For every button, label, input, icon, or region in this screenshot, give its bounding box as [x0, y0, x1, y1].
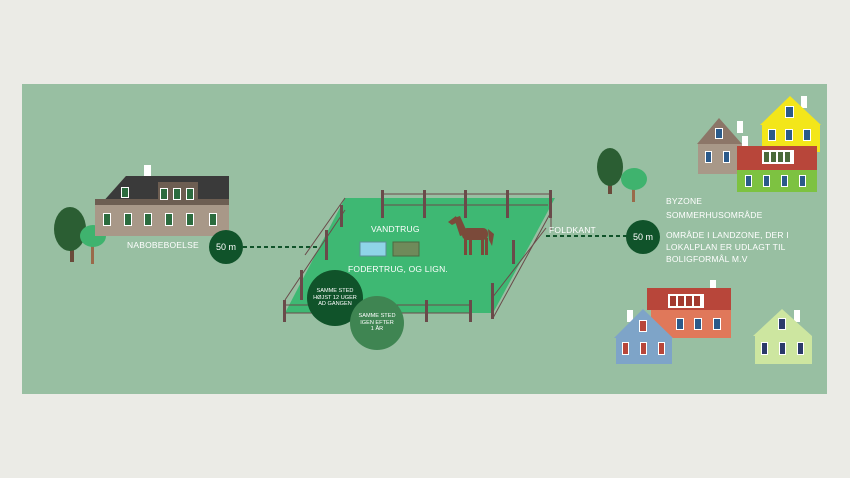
zone-label-line: OMRÅDE I LANDZONE, DER I: [666, 230, 789, 240]
horse-icon: [448, 216, 494, 255]
feed-trough-label: FODERTRUG, OG LIGN.: [348, 264, 448, 274]
water-trough: [359, 241, 387, 257]
feed-trough: [392, 241, 420, 257]
neighbor-label: NABOBEBOELSE: [127, 240, 199, 250]
house-icon: [697, 118, 743, 174]
rule-max-weeks-badge: SAMME STED HØJST 12 UGER AD GANGEN: [307, 270, 363, 326]
zone-label-line: BOLIGFORMÅL M.V: [666, 254, 748, 264]
rule-again-after-badge: SAMME STED IGEN EFTER 1 ÅR: [350, 296, 404, 350]
house-icon: [614, 309, 673, 364]
zone-label-line: BYZONE: [666, 196, 703, 206]
fence-edge-label: FOLDKANT: [549, 225, 596, 235]
distance-badge-left: 50 m: [209, 230, 243, 264]
tree-icon: [621, 168, 647, 202]
water-trough-label: VANDTRUG: [371, 224, 420, 234]
distance-badge-right: 50 m: [626, 220, 660, 254]
zone-label-line: SOMMERHUSOMRÅDE: [666, 210, 763, 220]
tree-icon: [54, 207, 86, 262]
house-icon: [753, 309, 812, 364]
zone-label-line: LOKALPLAN ER UDLAGT TIL: [666, 242, 786, 252]
house-icon: [737, 136, 817, 192]
tree-icon: [597, 148, 623, 194]
neighbor-house-icon: [95, 165, 229, 236]
house-icon: [647, 280, 731, 338]
